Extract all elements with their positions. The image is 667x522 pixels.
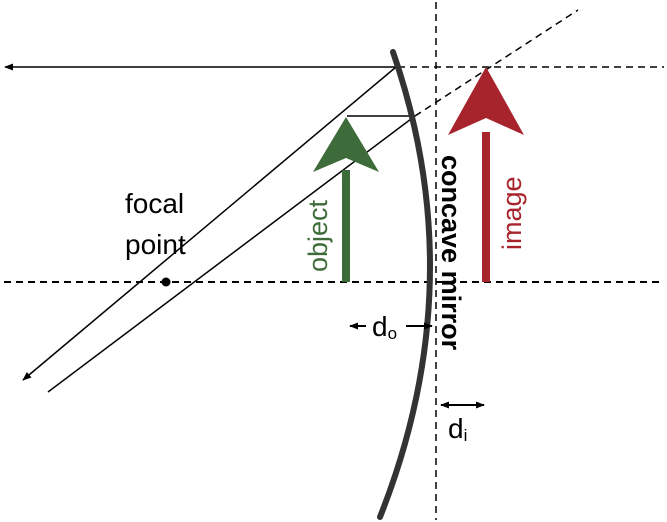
image-label: image bbox=[497, 176, 527, 250]
object-label: object bbox=[303, 199, 333, 272]
ray-reflected-through-focus bbox=[47, 115, 416, 393]
do-label: do bbox=[372, 311, 397, 343]
ray-through-focus-to-mirror bbox=[22, 66, 397, 381]
object-arrow bbox=[313, 117, 379, 282]
focal-point-dot bbox=[161, 277, 171, 287]
di-label: di bbox=[448, 413, 467, 445]
focal-label-line2: point bbox=[125, 229, 186, 260]
concave-mirror bbox=[377, 49, 433, 520]
di-label-main: d bbox=[448, 413, 464, 444]
mirror-label: concave mirror bbox=[436, 155, 466, 351]
do-label-sub: o bbox=[388, 324, 397, 343]
image-arrow bbox=[448, 67, 524, 282]
extension-diagonal bbox=[414, 9, 579, 117]
focal-label-line1: focal bbox=[125, 188, 184, 219]
do-label-main: d bbox=[372, 311, 388, 342]
di-label-sub: i bbox=[464, 426, 468, 445]
